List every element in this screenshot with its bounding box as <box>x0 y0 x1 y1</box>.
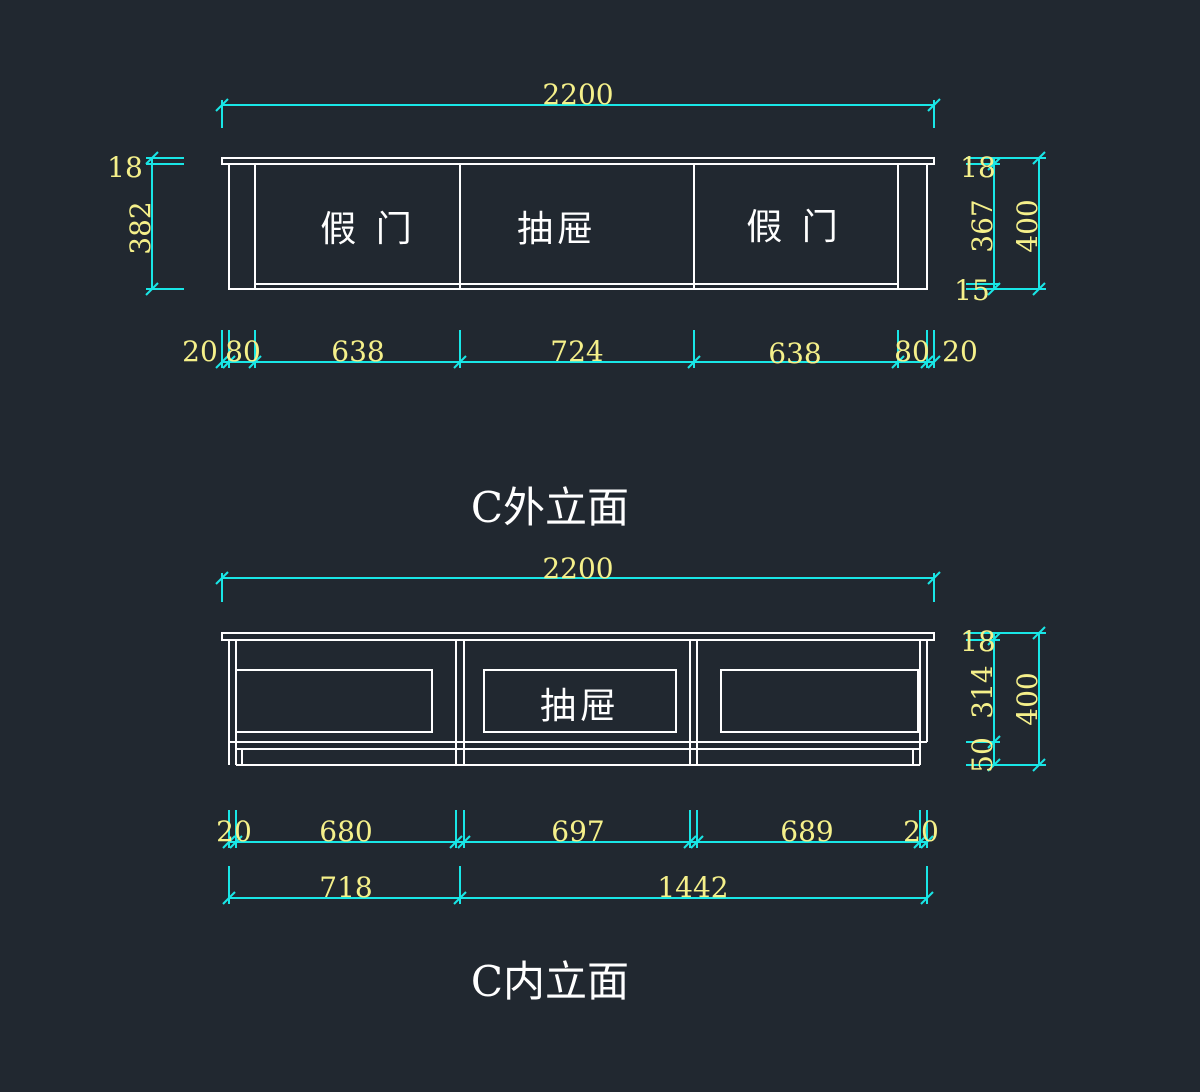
inner-elevation: 2200 抽屉 <box>215 552 1046 1006</box>
outer-bottom-dimensions: 20 80 638 724 638 80 20 <box>182 330 978 370</box>
inner-right-inner-height-text: 314 <box>966 665 999 718</box>
inner-elevation-title: C内立面 <box>471 957 629 1006</box>
inner-overall-dimension: 2200 <box>215 552 941 602</box>
outer-fake-door-left-label: 假 门 <box>320 209 415 250</box>
outer-bottom-dim-3: 638 <box>331 335 384 368</box>
outer-bottom-dim-7: 20 <box>942 335 978 368</box>
inner-drawer-label: 抽屉 <box>540 686 620 727</box>
inner-right-total-height-text: 400 <box>1011 672 1044 725</box>
outer-left-height-text: 382 <box>124 201 157 254</box>
outer-bottom-dim-2: 80 <box>225 335 261 368</box>
outer-left-dimensions: 18 382 <box>107 151 184 296</box>
outer-right-inner-height-text: 367 <box>966 199 999 252</box>
inner-overall-width-text: 2200 <box>542 552 613 585</box>
inner-cabinet-body <box>221 632 935 766</box>
inner-right-dimensions: 18 314 50 400 <box>960 625 1046 773</box>
outer-overall-width-text: 2200 <box>542 78 613 111</box>
inner-right-base-height-text: 50 <box>966 737 999 773</box>
outer-cabinet-body <box>221 157 935 290</box>
inner-bottom-dimensions-2: 718 1442 <box>222 866 934 905</box>
outer-right-dimensions: 18 367 15 400 <box>954 151 1046 307</box>
inner-bottom-dim-3: 697 <box>551 815 604 848</box>
inner-bottom-dim-1: 20 <box>216 815 252 848</box>
inner-bottom-dim-7: 1442 <box>657 871 728 904</box>
outer-right-top-thickness-text: 18 <box>960 151 996 184</box>
outer-overall-dimension: 2200 <box>215 78 941 128</box>
outer-drawer-label: 抽屉 <box>517 209 597 250</box>
outer-bottom-dim-4: 724 <box>550 335 603 368</box>
inner-bottom-dimensions: 20 680 697 689 20 <box>216 810 939 849</box>
outer-elevation: 2200 假 门 抽屉 假 门 18 382 <box>107 78 1046 532</box>
inner-bottom-dim-6: 718 <box>319 871 372 904</box>
inner-right-top-thickness-text: 18 <box>960 625 996 658</box>
outer-left-top-thickness-text: 18 <box>107 151 143 184</box>
outer-fake-door-right-label: 假 门 <box>746 207 841 248</box>
outer-right-total-height-text: 400 <box>1011 199 1044 252</box>
inner-bottom-dim-2: 680 <box>319 815 372 848</box>
outer-bottom-dim-1: 20 <box>182 335 218 368</box>
outer-bottom-dim-6: 80 <box>894 335 930 368</box>
outer-right-bottom-thickness-text: 15 <box>954 274 990 307</box>
outer-bottom-dim-5: 638 <box>768 337 821 370</box>
outer-elevation-title: C外立面 <box>471 483 629 532</box>
inner-bottom-dim-5: 20 <box>903 815 939 848</box>
inner-bottom-dim-4: 689 <box>780 815 833 848</box>
